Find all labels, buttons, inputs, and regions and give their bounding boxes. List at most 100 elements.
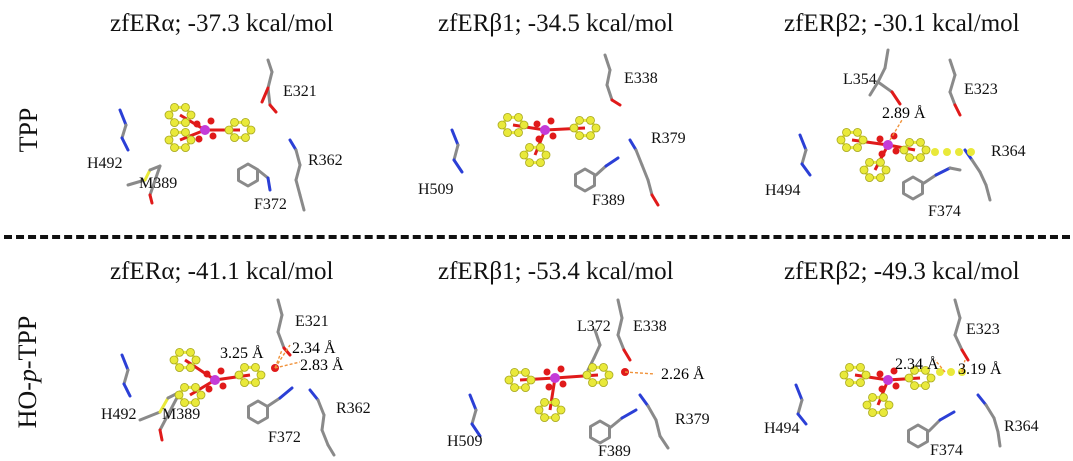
residue-h509-stick xyxy=(450,128,460,147)
residue-h509-ho-stick xyxy=(470,422,482,438)
ligand-ho-beta2-ring-0-atom xyxy=(839,370,849,380)
residue-r362-stick xyxy=(294,178,302,197)
ligand-ho-alpha-ring-0-atom xyxy=(169,355,179,365)
residue-h494-stick xyxy=(800,162,812,177)
ligand-tpp-beta2-ring-0-atom xyxy=(853,127,862,137)
ligand-tpp-beta1-ring-1-atom xyxy=(525,142,534,152)
ligand-ho-beta1-ester-bond xyxy=(554,373,599,380)
residue-label-e321: E321 xyxy=(283,83,317,100)
ligand-ho-beta1-ester-bond xyxy=(519,376,556,382)
ligand-tpp-beta1-ring-2-atom xyxy=(575,131,584,141)
residue-e323-stick xyxy=(948,73,957,94)
residue-label-h492-ho: H492 xyxy=(101,406,137,423)
ligand-ho-beta2-ring-0-atom xyxy=(856,378,865,388)
residue-label-e338: E338 xyxy=(624,70,658,87)
residue-h494-ho-stick xyxy=(794,383,804,402)
residue-e323-stick xyxy=(953,103,962,117)
row-divider xyxy=(4,235,1070,239)
residue-m389-stick xyxy=(148,164,162,197)
panel-title-tpp-beta2: zfERβ2; -30.1 kcal/mol xyxy=(784,10,1020,37)
ligand-tpp-beta1-ring-2-atom xyxy=(586,131,595,141)
ligand-tpp-beta2-phosphorus xyxy=(883,140,893,150)
ligand-tpp-alpha-ring-1-atom xyxy=(164,135,174,145)
residue-e321-ho-stick xyxy=(276,313,284,334)
ligand-ho-alpha-ring-0-atom xyxy=(191,355,201,365)
ligand-tpp-beta1-ring-2-atom xyxy=(591,123,601,133)
ligand-tpp-alpha-oxygen xyxy=(209,132,217,140)
residue-label-e323: E323 xyxy=(964,81,998,98)
residue-e321-stick xyxy=(266,58,274,74)
residue-m389-stick xyxy=(126,178,147,187)
ligand-ho-beta2-ring-0-atom xyxy=(845,362,854,372)
residue-m389-ho-stick xyxy=(158,428,164,442)
residue-f389-stick xyxy=(604,156,620,168)
ligand-ho-beta1-ring-1-atom xyxy=(540,413,549,423)
ligand-tpp-alpha-oxygen xyxy=(207,117,215,125)
ligand-ho-beta1-ring-0-atom xyxy=(526,375,536,385)
hbond-2-83 xyxy=(274,361,301,369)
hbond-2-34 xyxy=(274,344,291,369)
ligand-ho-beta1-ring-2-atom xyxy=(582,370,592,380)
ligand-ho-beta2-ring-2-atom xyxy=(926,373,936,383)
residue-e321-stick xyxy=(260,86,270,104)
ligand-ho-alpha-oxygen xyxy=(219,382,227,390)
residue-f389-ho-ring xyxy=(589,419,611,445)
ligand-ho-beta1-ring-1-atom xyxy=(556,405,566,415)
ligand-ho-beta2-oxygen xyxy=(878,385,886,393)
ligand-ho-beta1-oxygen xyxy=(559,380,567,388)
ligand-ho-beta2-ring-1-atom xyxy=(868,408,877,418)
ligand-ho-alpha-oxygen xyxy=(205,385,213,393)
residue-h492-stick xyxy=(120,123,128,140)
ligand-tpp-beta2-ring-1-atom xyxy=(876,157,885,167)
ligand-tpp-beta2-ester-bond xyxy=(851,138,889,147)
residue-f372-stick xyxy=(266,176,272,192)
residue-m389-ho-stick xyxy=(158,396,170,414)
residue-f389-stick xyxy=(594,164,608,177)
residue-h494-stick xyxy=(798,133,808,152)
ligand-tpp-alpha-ring-2-atom xyxy=(246,125,256,135)
ligand-tpp-beta2-ring-0-atom xyxy=(842,143,851,153)
ligand-ho-alpha-ring-2-atom xyxy=(256,370,266,380)
residue-r364-stick xyxy=(984,183,992,202)
ligand-ho-beta2-ring-1-atom xyxy=(862,400,872,410)
ligand-ho-beta1-ring-2-atom xyxy=(588,378,597,388)
residue-f374-ho-stick xyxy=(938,410,956,422)
residue-f372-ho-stick xyxy=(278,386,294,400)
residue-l354-stick xyxy=(883,48,890,70)
ligand-tpp-beta1-ring-1-atom xyxy=(536,142,545,152)
ligand-ho-beta1-oxygen xyxy=(543,368,551,376)
ligand-ho-beta2-ring-0-atom xyxy=(856,362,865,372)
residue-e321-stick xyxy=(268,103,278,114)
residue-f374-stick xyxy=(922,173,938,185)
residue-h509-stick xyxy=(452,158,464,174)
residue-f389-ho-stick xyxy=(620,408,638,420)
residue-r364-ho-stick xyxy=(984,403,996,420)
residue-f372-ho-stick xyxy=(266,396,282,408)
residue-m389-stick xyxy=(148,193,154,205)
ligand-ho-alpha-ring-2-atom xyxy=(251,362,260,372)
residue-e323-ho-stick xyxy=(953,316,962,337)
ligand-ho-beta2-ring-2-atom xyxy=(910,381,919,391)
ligand-ho-beta2-chain-atom xyxy=(947,368,955,376)
ligand-tpp-beta1-ester-bond xyxy=(512,123,546,132)
residue-r364-stick xyxy=(970,158,982,174)
ligand-tpp-alpha-phosphorus xyxy=(200,125,210,135)
residue-l354-stick xyxy=(890,90,902,106)
ligand-ho-beta1-ester-bond xyxy=(548,377,557,411)
ligand-ho-alpha-ring-1-atom xyxy=(196,390,206,400)
residue-r362-ho-stick xyxy=(320,413,326,432)
residue-r362-ho-stick xyxy=(326,443,336,457)
ligand-tpp-beta2-ring-0-atom xyxy=(853,143,862,153)
residue-r362-stick xyxy=(294,148,302,167)
ligand-tpp-beta1-oxygen xyxy=(535,135,543,143)
ligand-ho-beta1-ring-0-atom xyxy=(504,375,514,385)
distance-label-3-25: 3.25 Å xyxy=(220,345,264,362)
ligand-tpp-alpha-ring-0-atom xyxy=(181,118,190,128)
ligand-tpp-alpha-ring-0-atom xyxy=(186,110,196,120)
ligand-ho-alpha-ring-0-atom xyxy=(175,363,184,373)
residue-h492-ho-stick xyxy=(120,353,130,372)
ligand-ho-beta2-ring-1-atom xyxy=(868,392,877,402)
ligand-tpp-beta1-phosphorus xyxy=(540,125,550,135)
residue-r364-ho-stick xyxy=(976,393,988,407)
ligand-tpp-beta2-ring-2-atom xyxy=(916,153,925,163)
